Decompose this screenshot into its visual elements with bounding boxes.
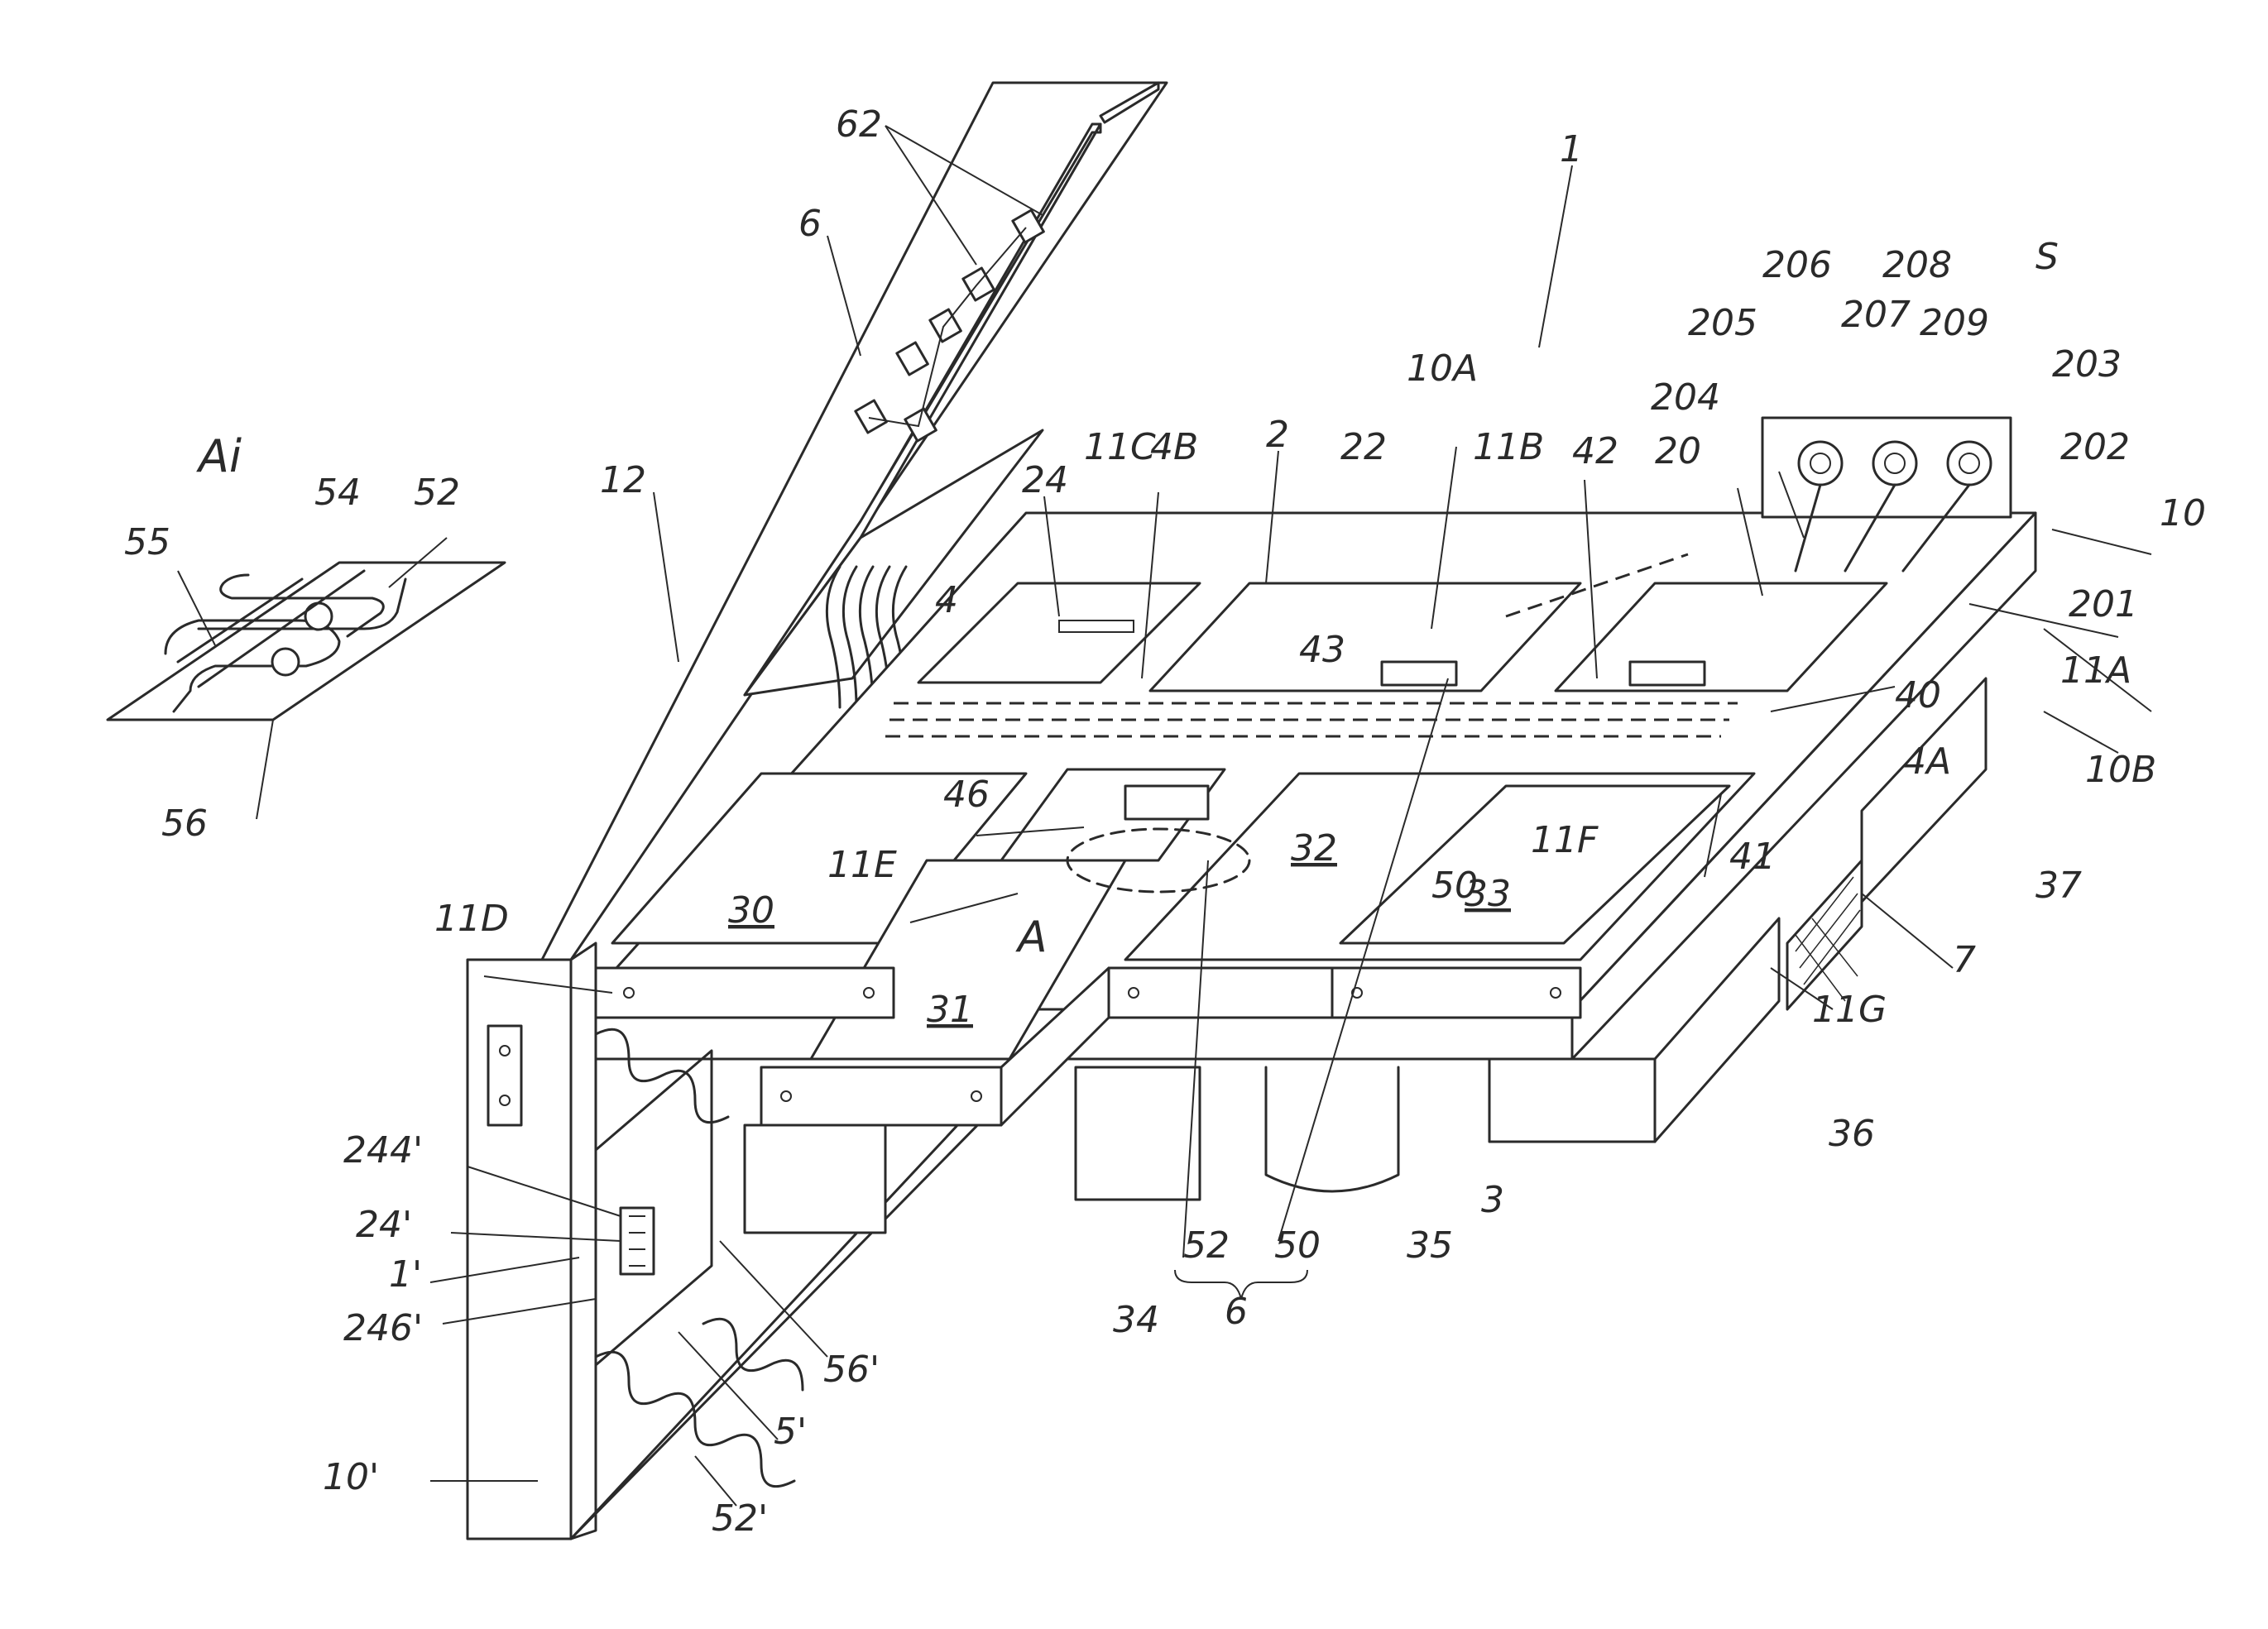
ref-label-43: 43: [1299, 629, 1345, 671]
ref-label-12: 12: [600, 459, 646, 501]
ref-label-54: 54: [314, 472, 361, 514]
ref-label-11D: 11D: [434, 898, 509, 940]
ref-label-10A: 10A: [1407, 347, 1478, 390]
ref-label-204: 204: [1651, 376, 1720, 419]
ref-label-Ai: Ai: [196, 430, 242, 482]
inset-detail-a: [108, 563, 505, 720]
ref-label-32: 32: [1291, 827, 1337, 870]
ref-label-4: 4: [935, 579, 958, 621]
ref-label-36: 36: [1829, 1113, 1875, 1155]
ref-label-206: 206: [1762, 244, 1832, 286]
ref-label-11E: 11E: [827, 844, 897, 886]
ref-label-10p: 10': [323, 1456, 379, 1498]
ref-label-A: A: [1015, 913, 1048, 962]
ref-label-209: 209: [1920, 302, 1989, 344]
ref-label-10: 10: [2160, 492, 2206, 534]
ref-label-20: 20: [1655, 430, 1701, 472]
ref-label-1: 1: [1560, 128, 1583, 170]
ref-label-207: 207: [1841, 294, 1911, 336]
ref-label-11F: 11F: [1531, 819, 1599, 861]
ref-label-7: 7: [1953, 939, 1976, 981]
ref-label-5p: 5': [774, 1411, 807, 1453]
cylinder-35: [1266, 1067, 1398, 1191]
block-34: [1076, 1067, 1200, 1200]
ref-label-3: 3: [1481, 1179, 1504, 1221]
ref-label-52a: 52: [414, 472, 460, 514]
ref-label-4A: 4A: [1903, 740, 1951, 783]
ref-label-24: 24: [1022, 459, 1068, 501]
ref-label-37: 37: [2035, 865, 2082, 907]
ref-label-52b: 52: [1183, 1224, 1230, 1267]
block-left-under: [745, 1125, 885, 1233]
ref-label-203: 203: [2052, 343, 2122, 386]
ref-label-42: 42: [1572, 430, 1618, 472]
ref-label-11G: 11G: [1812, 989, 1887, 1031]
ref-label-24p: 24': [356, 1204, 412, 1246]
ref-label-62: 62: [836, 103, 882, 146]
ref-label-40: 40: [1895, 674, 1941, 716]
ref-label-2: 2: [1266, 414, 1289, 456]
ref-label-205: 205: [1688, 302, 1757, 344]
ref-label-55: 55: [124, 521, 170, 563]
ref-label-52p: 52': [712, 1497, 768, 1540]
ref-label-208: 208: [1882, 244, 1952, 286]
ref-label-S: S: [2035, 236, 2059, 278]
ref-label-11B: 11B: [1473, 426, 1544, 468]
ref-label-41: 41: [1729, 836, 1776, 878]
ref-label-56p: 56': [823, 1349, 880, 1391]
ref-label-4B: 4B: [1150, 426, 1198, 468]
ref-label-11A: 11A: [2060, 649, 2131, 692]
ref-label-46: 46: [943, 774, 990, 816]
ref-label-10B: 10B: [2085, 749, 2156, 791]
ref-label-202: 202: [2060, 426, 2130, 468]
ref-label-11C: 11C: [1084, 426, 1156, 468]
ref-label-31: 31: [927, 989, 973, 1031]
ref-label-50b: 50: [1274, 1224, 1321, 1267]
ref-label-22: 22: [1340, 426, 1387, 468]
ref-label-246p: 246': [343, 1307, 423, 1349]
ref-label-30: 30: [728, 889, 774, 932]
ref-label-201: 201: [2069, 583, 2138, 625]
ref-label-50: 50: [1431, 865, 1478, 907]
ref-label-56: 56: [161, 803, 208, 845]
ref-label-1p: 1': [389, 1253, 422, 1296]
ref-label-6a: 6: [798, 203, 822, 245]
ref-label-6b: 6: [1225, 1291, 1248, 1333]
ref-label-244p: 244': [343, 1129, 423, 1171]
ref-label-35: 35: [1407, 1224, 1453, 1267]
ref-label-34: 34: [1113, 1299, 1159, 1341]
